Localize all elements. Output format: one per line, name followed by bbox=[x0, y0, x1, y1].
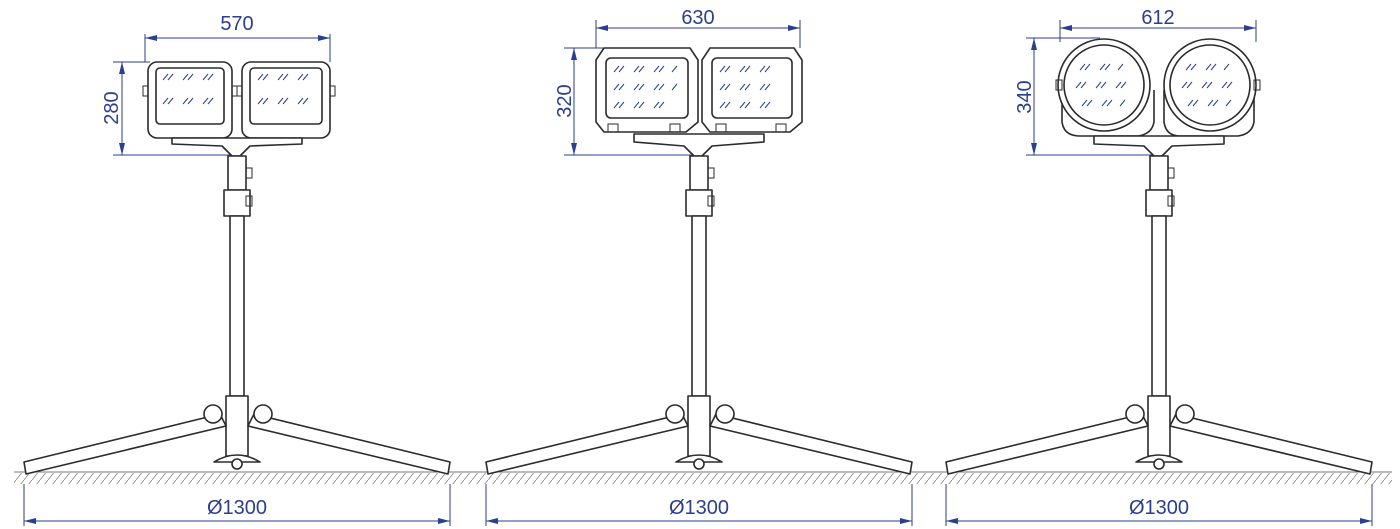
width-dimension: 612 bbox=[1059, 7, 1257, 42]
base-label: Ø1300 bbox=[207, 497, 267, 519]
lamp-head-right bbox=[236, 61, 336, 139]
stand bbox=[945, 135, 1373, 475]
lamp-head-left bbox=[595, 47, 699, 133]
height-dimension: 280 bbox=[101, 61, 236, 156]
lamp-head-left bbox=[1055, 38, 1155, 137]
width-label: 630 bbox=[681, 7, 714, 29]
lamp-head-right bbox=[701, 47, 803, 133]
base-label: Ø1300 bbox=[669, 497, 729, 519]
ground bbox=[14, 471, 1392, 484]
stand bbox=[23, 137, 451, 475]
width-label: 570 bbox=[220, 13, 253, 35]
view-rectangular-small: 570 280 bbox=[23, 13, 451, 526]
base-label: Ø1300 bbox=[1129, 497, 1189, 519]
width-label: 612 bbox=[1141, 7, 1174, 29]
height-label: 340 bbox=[1014, 80, 1036, 113]
base-dimension: Ø1300 bbox=[945, 484, 1373, 526]
base-dimension: Ø1300 bbox=[23, 484, 451, 526]
stand bbox=[485, 133, 913, 475]
lamp-head-right bbox=[1163, 38, 1261, 137]
height-dimension: 320 bbox=[554, 47, 697, 156]
width-dimension: 630 bbox=[595, 7, 801, 48]
height-dimension: 340 bbox=[1014, 37, 1158, 156]
height-label: 280 bbox=[101, 91, 123, 124]
view-round: 612 340 bbox=[945, 7, 1373, 526]
lamp-head-left bbox=[142, 61, 238, 139]
view-rectangular-large: 630 320 bbox=[485, 7, 913, 526]
base-dimension: Ø1300 bbox=[485, 484, 913, 526]
width-dimension: 570 bbox=[144, 13, 331, 62]
height-label: 320 bbox=[554, 84, 576, 117]
